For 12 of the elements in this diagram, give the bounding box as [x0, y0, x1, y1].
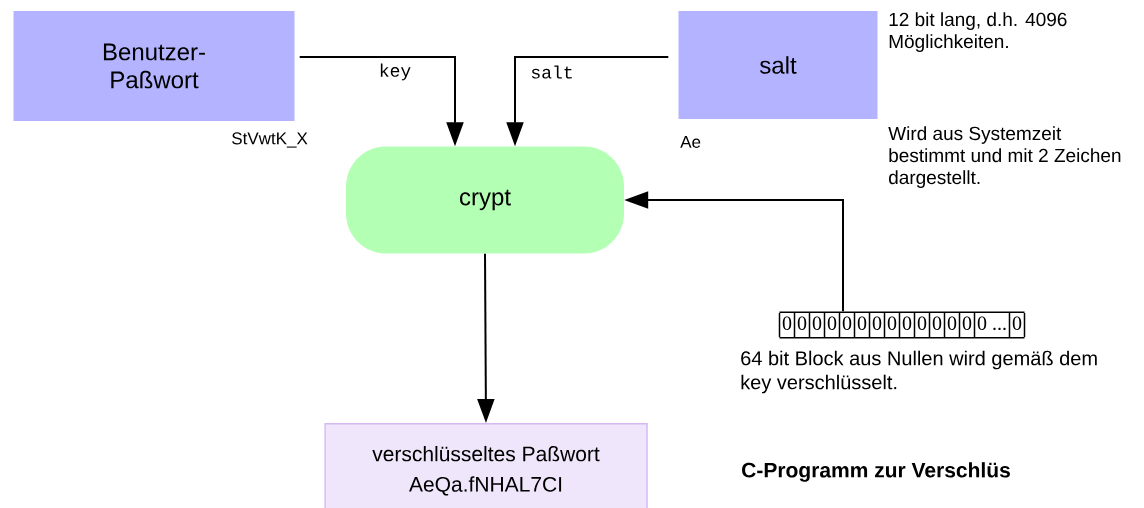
process-box: crypt [346, 146, 624, 254]
node-caption: StVwtK_X [232, 132, 308, 148]
node-caption: Ae [680, 136, 701, 148]
bit-block: 0 0 0 0 0 0 0 0 0 0 0 0 0 0 ... 0 [778, 311, 1026, 339]
output-box: verschlüsseltes Paßwort AeQa.fNHAL7CI [324, 423, 648, 508]
heading: C-Programm zur Verschlüs [742, 462, 1010, 482]
note-text: Wird aus Systemzeit bestimmt und mit 2 Zeichen dargestellt. [888, 126, 1121, 188]
edge-label: salt [529, 64, 575, 80]
node-caption: 64 bit Block aus Nullen wird gemäß dem key verschlüsselt. [741, 350, 1097, 394]
input-box: Benutzer- Paßwort [13, 11, 295, 121]
input-box: salt [678, 11, 878, 119]
edge-label: key [377, 62, 413, 82]
